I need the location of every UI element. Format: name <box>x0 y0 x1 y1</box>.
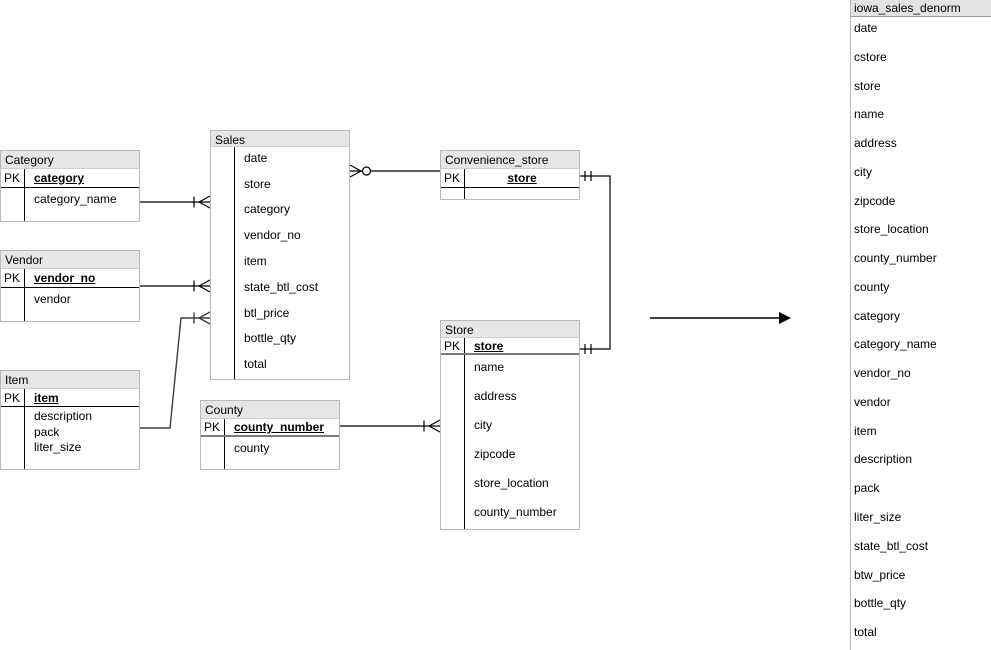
field: pack <box>34 424 60 439</box>
denorm-field: zipcode <box>854 193 896 208</box>
denorm-field: btw_price <box>854 567 906 582</box>
field: total <box>244 357 267 372</box>
pk-label: PK <box>1 269 25 287</box>
entity-title: Convenience_store <box>441 151 579 169</box>
pk-gutter <box>441 355 465 529</box>
denorm-field: store <box>854 78 881 93</box>
entity-vendor[interactable]: Vendor PK vendor_no vendor <box>0 250 140 322</box>
pk-row: PK store <box>441 169 579 188</box>
entity-title: County <box>201 401 339 419</box>
pk-gutter <box>211 146 235 379</box>
entity-store[interactable]: Store PK store name address city zipcode… <box>440 320 580 530</box>
denorm-field: vendor_no <box>854 366 911 381</box>
denorm-field: cstore <box>854 49 887 64</box>
field: store <box>244 176 271 191</box>
field: category_name <box>34 192 117 206</box>
relationship-vendor-sales[interactable] <box>140 279 211 293</box>
relationship-item-sales[interactable] <box>140 311 211 429</box>
relationship-conveniencestore-store[interactable] <box>580 171 611 354</box>
pk-row: PK category <box>1 169 139 188</box>
pk-row: PK vendor_no <box>1 269 139 288</box>
field: address <box>474 389 517 403</box>
field: county_number <box>474 505 557 519</box>
field: vendor_no <box>244 228 301 243</box>
field: category <box>244 202 291 217</box>
denorm-field: liter_size <box>854 510 902 525</box>
denorm-field: category_name <box>854 337 937 352</box>
pk-label: PK <box>1 389 25 406</box>
pk-field: item <box>34 390 59 405</box>
pk-field: store <box>507 171 537 185</box>
pk-row: PK county_number <box>201 419 339 437</box>
denorm-field: pack <box>854 481 880 496</box>
pk-field: store <box>474 338 504 353</box>
entity-county[interactable]: County PK county_number county <box>200 400 340 470</box>
pk-gutter <box>1 288 25 321</box>
denorm-field: county <box>854 279 890 294</box>
denorm-field: state_btl_cost <box>854 538 929 553</box>
pk-gutter <box>441 188 465 199</box>
pk-label: PK <box>441 338 465 353</box>
field: store_location <box>474 476 549 490</box>
field: description <box>34 409 93 423</box>
pk-label: PK <box>201 419 225 435</box>
field: liter_size <box>34 440 82 454</box>
denorm-field: item <box>854 423 877 438</box>
denorm-title: iowa_sales_denorm <box>851 0 991 17</box>
pk-gutter <box>1 188 25 221</box>
entity-title: Item <box>1 371 139 389</box>
entity-title: Sales <box>211 131 349 147</box>
relationship-conveniencestore-sales[interactable] <box>349 164 440 178</box>
denorm-field: city <box>854 164 872 179</box>
pk-field: county_number <box>234 420 325 434</box>
entity-title: Store <box>441 321 579 339</box>
field: county <box>234 441 270 455</box>
field: name <box>474 360 505 374</box>
denorm-field: county_number <box>854 251 937 266</box>
entity-iowa-sales-denorm[interactable]: iowa_sales_denorm date cstore store name… <box>850 0 991 650</box>
denorm-field: bottle_qty <box>854 596 907 611</box>
field: item <box>244 254 267 269</box>
field: vendor <box>34 292 71 306</box>
field: zipcode <box>474 447 516 461</box>
denorm-field: name <box>854 107 885 122</box>
entity-convenience-store[interactable]: Convenience_store PK store <box>440 150 580 200</box>
field: state_btl_cost <box>244 279 319 294</box>
denorm-field: description <box>854 452 913 467</box>
denorm-transform-arrow[interactable] <box>650 312 791 324</box>
entity-sales[interactable]: Sales date store category vendor_no item… <box>210 130 350 380</box>
entity-item[interactable]: Item PK item description pack liter_size <box>0 370 140 470</box>
pk-row: PK item <box>1 389 139 407</box>
denorm-field: vendor <box>854 394 891 409</box>
field: city <box>474 418 492 432</box>
pk-field: vendor_no <box>34 271 96 285</box>
pk-gutter <box>1 407 25 469</box>
field: bottle_qty <box>244 331 297 346</box>
denorm-field: date <box>854 21 878 35</box>
field: btl_price <box>244 305 290 320</box>
pk-label: PK <box>441 169 465 187</box>
entity-category[interactable]: Category PK category category_name <box>0 150 140 222</box>
pk-gutter <box>201 437 225 469</box>
entity-title: Vendor <box>1 251 139 269</box>
relationship-county-store[interactable] <box>340 419 441 433</box>
pk-field: category <box>34 171 85 185</box>
field: date <box>244 150 268 165</box>
pk-row: PK store <box>441 338 579 355</box>
entity-title: Category <box>1 151 139 169</box>
denorm-field: total <box>854 625 877 640</box>
denorm-field: category <box>854 308 901 323</box>
denorm-field: address <box>854 136 897 151</box>
denorm-field: store_location <box>854 222 929 237</box>
pk-label: PK <box>1 169 25 187</box>
relationship-category-sales[interactable] <box>140 195 211 209</box>
